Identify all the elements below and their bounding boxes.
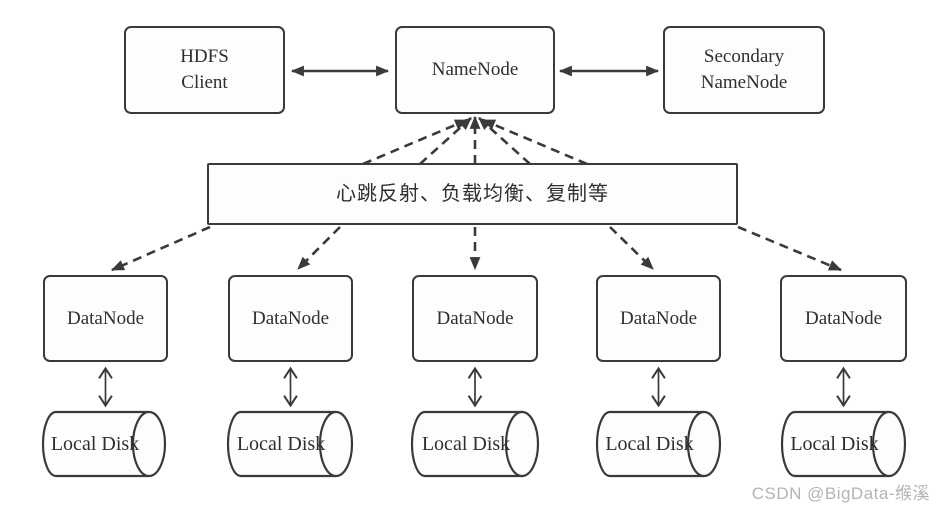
cylinder-icon [780,410,907,478]
heartbeat-functions-box: 心跳反射、负载均衡、复制等 [207,163,738,225]
node-label: DataNode [619,307,698,329]
cylinder-icon [41,410,167,478]
node-label: DataNode [436,307,514,329]
node-hdfs-client: HDFS Client [124,26,285,114]
node-secondary-namenode: Secondary NameNode [663,26,825,114]
node-label: DataNode [66,307,145,329]
dashed-arrows-heartbeat-to-namenode [362,115,588,166]
node-label: HDFS [180,46,229,67]
node-label: NameNode [700,72,788,93]
cylinder-icon [410,410,540,478]
node-datanode-1: DataNode [43,275,168,362]
node-datanode-3: DataNode [412,275,538,362]
node-label: Secondary [703,46,785,67]
arrows-datanode-disk [98,366,851,408]
node-label: NameNode [431,59,519,80]
node-datanode-2: DataNode [228,275,353,362]
disk-label-2: Local Disk [236,433,326,455]
node-label: DataNode [804,307,883,329]
node-label: Client [181,72,228,93]
cylinder-icon [595,410,722,478]
disk-label-5: Local Disk [790,433,879,455]
disk-label-4: Local Disk [605,433,694,455]
node-namenode: NameNode [395,26,555,114]
disk-label-1: Local Disk [50,433,140,455]
node-datanode-5: DataNode [780,275,907,362]
node-label: DataNode [251,307,330,329]
disk-label-3: Local Disk [421,433,511,455]
csdn-watermark: CSDN @BigData-缑溪 [751,484,930,503]
node-label: 心跳反射、负载均衡、复制等 [336,183,609,205]
dashed-arrows-heartbeat-to-datanodes [111,225,842,272]
node-datanode-4: DataNode [596,275,721,362]
cylinder-icon [226,410,354,478]
disk-cylinders [41,410,907,478]
